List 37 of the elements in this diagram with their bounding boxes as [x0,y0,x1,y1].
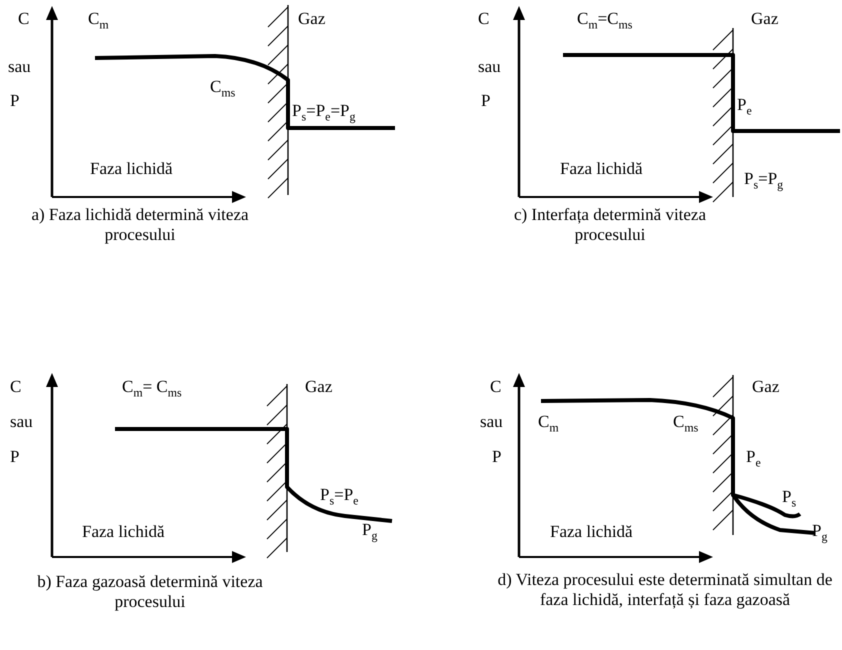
curve-label: P$_{e}$ [737,96,752,118]
axis-label: C [478,10,490,29]
curve-label: C$_{m}$ [538,413,559,434]
axis-label: P [10,92,20,111]
curve-label: C$_{m}$ [88,10,109,32]
curve-label: C$_{m}$= C$_{ms}$ [122,378,182,400]
phase-label: Faza lichidă [560,160,643,179]
curve-label: C$_{m}$=C$_{ms}$ [577,10,632,32]
phase-label: Faza lichidă [82,523,165,542]
axis-label: C [18,10,30,29]
caption: d) Viteza procesului este determinată simultan de faza lichidă, interfață și faza gazoasă [496,570,834,611]
axis-label: P [481,92,490,111]
axis-label: sau [480,413,503,432]
caption: a) Faza lichidă determină viteza procesului [30,205,250,246]
curve-label: P$_{s}$ [782,488,796,510]
phase-label: Gaz [298,10,326,29]
curve-label: P$_{s}$=P$_{e}$ [320,486,358,508]
curve-label: C$_{ms}$ [673,413,698,434]
phase-label: Gaz [751,10,778,29]
axis-label: sau [10,413,33,432]
caption: c) Interfața determină viteza procesului [512,205,708,246]
caption: b) Faza gazoasă determină viteza procesului [36,572,264,613]
axis-label: sau [8,58,31,77]
axis-label: sau [478,58,501,77]
curve-label: C$_{ms}$ [210,78,236,100]
curve-label: P$_{e}$ [746,448,761,470]
axis-label: P [10,448,20,467]
axis-label: C [10,378,22,397]
phase-label: Gaz [305,378,332,397]
axis-label: P [492,448,502,467]
axis-label: C [490,378,502,397]
phase-label: Faza lichidă [90,160,173,179]
curve-label: P$_{g}$ [362,521,378,542]
curve-label: P$_{s}$=P$_{e}$=P$_{g}$ [292,102,356,124]
phase-label: Gaz [752,378,780,397]
curve-label: P$_{s}$=P$_{g}$ [744,170,784,192]
phase-label: Faza lichidă [550,523,633,542]
